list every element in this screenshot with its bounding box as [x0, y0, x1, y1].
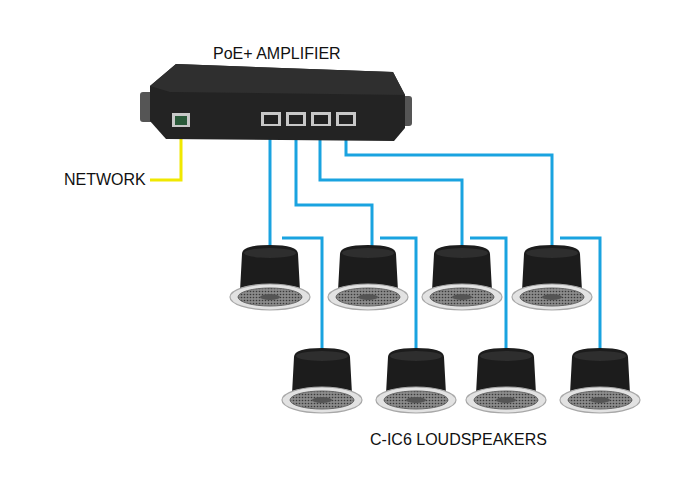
- speaker-wires: [270, 125, 600, 352]
- loudspeaker: [328, 245, 408, 310]
- loudspeaker: [512, 245, 592, 310]
- caption-label: NETWORK: [64, 170, 146, 189]
- loudspeaker: [376, 348, 456, 413]
- loudspeaker: [282, 348, 362, 413]
- amplifier-device: [140, 64, 412, 141]
- loudspeaker: [466, 348, 546, 413]
- loudspeaker: [230, 245, 310, 310]
- device-node: PoE+ AMPLIFIER: [140, 40, 415, 145]
- loudspeaker: [560, 348, 640, 413]
- caption-label: C-IC6 LOUDSPEAKERS: [370, 430, 547, 449]
- loudspeaker: [422, 245, 502, 310]
- device-title: PoE+ AMPLIFIER: [213, 44, 341, 63]
